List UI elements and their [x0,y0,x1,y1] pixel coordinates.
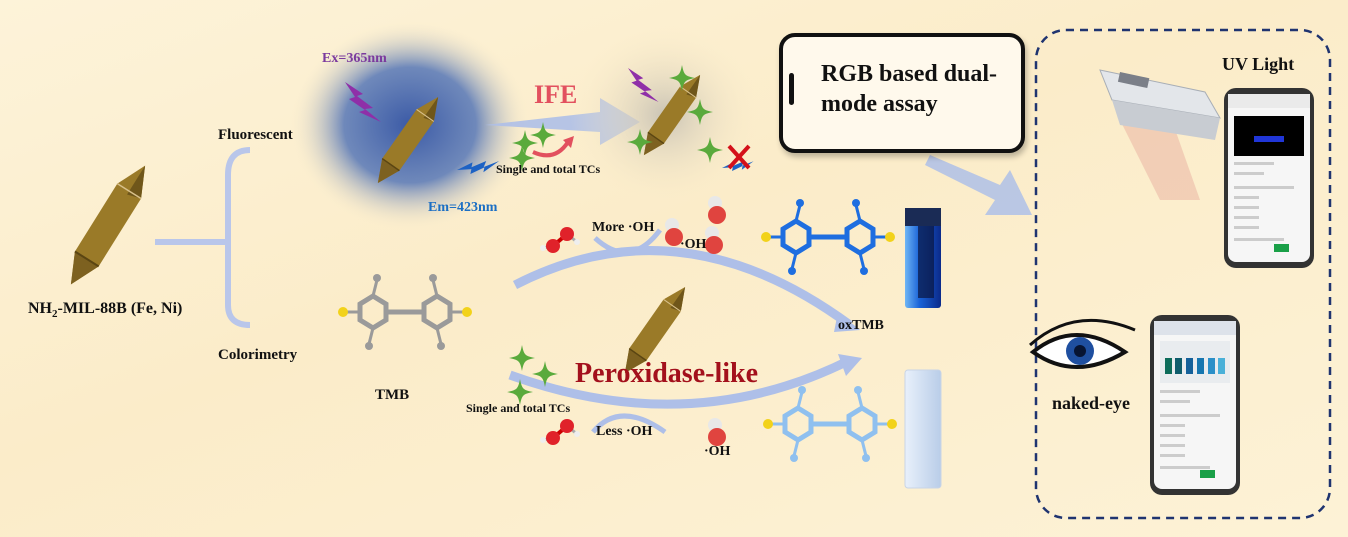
oxtmb-molecule [761,199,895,275]
tmb-label: TMB [375,387,410,403]
peroxidase-label: Peroxidase-like [575,358,759,389]
detection-panel [1034,28,1332,520]
detection-arrow [925,155,1032,215]
blue-cuvette [905,208,941,308]
assay-title: RGB based dual-mode assay [821,61,998,117]
material-label: NH2-MIL-88B (Fe, Ni) [28,300,182,320]
h2o2-molecule [538,225,582,255]
tc-star-icon [509,345,535,371]
excitation-label: Ex=365nm [322,51,387,66]
light-oxtmb-molecule [763,386,897,462]
ife-label: IFE [534,80,578,109]
material-prefix: NH [28,300,52,317]
fluorescence-analyte-label: Single and total TCs [496,162,601,176]
material-suffix: -MIL-88B (Fe, Ni) [57,300,183,317]
h2o2-molecule [538,417,582,447]
less-oh-arc [591,413,667,435]
phone-eye-result [1150,315,1240,495]
colorimetric-analyte-label: Single and total TCs [466,401,571,415]
rgb-assay-box: RGB based dual-mode assay [779,33,1025,153]
tmb-molecule [338,274,472,350]
oxtmb-label: oxTMB [838,318,884,333]
emission-label: Em=423nm [428,200,498,215]
branch-bracket [155,147,251,328]
oh-label-top: ·OH [680,237,707,252]
oxidation-arc-bottom [508,355,853,409]
phone-notch [789,73,794,105]
uv-lamp-icon [1099,69,1221,200]
oh-radical-molecule [708,418,726,446]
oh-radical-molecule [705,226,723,254]
oxidation-arc-top [512,246,853,329]
uv-light-label: UV Light [1222,54,1295,74]
fluorescent-label: Fluorescent [218,127,293,143]
material-subscript: 2 [52,308,58,321]
less-oh-label: Less ·OH [596,424,653,439]
quench-arrow-icon [532,140,570,158]
eye-icon [1029,318,1136,369]
more-oh-label: More ·OH [592,220,655,235]
mof-crystal [58,157,158,293]
blocked-x-icon [727,144,751,170]
phone-uv-result [1224,88,1314,268]
naked-eye-label: naked-eye [1052,393,1130,413]
oh-label-bottom: ·OH [704,444,731,459]
clear-cuvette [904,369,942,489]
more-oh-arc [593,228,662,255]
oh-radical-molecule [708,196,726,224]
colorimetry-label: Colorimetry [218,347,298,363]
